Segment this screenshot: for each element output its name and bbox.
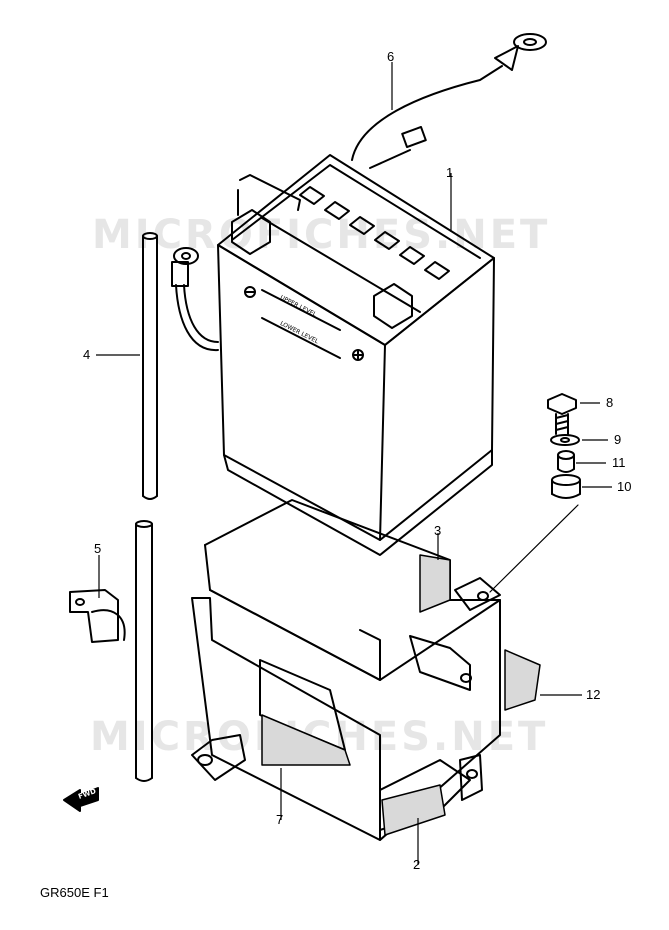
callout-11: 11: [612, 455, 626, 470]
callout-6: 6: [387, 49, 395, 64]
ground-lead: [171, 247, 219, 352]
battery-cable: [351, 33, 547, 169]
foam-pads: [261, 554, 541, 836]
callout-9: 9: [614, 432, 622, 447]
battery-holder: [191, 499, 501, 841]
clamp: [69, 589, 126, 643]
spacer: [557, 450, 575, 473]
battery: [217, 154, 495, 556]
forward-arrow-icon: [63, 787, 99, 812]
callout-5: 5: [94, 541, 102, 556]
callout-10: 10: [617, 479, 632, 494]
cushion: [551, 474, 581, 499]
callout-2: 2: [413, 857, 421, 872]
callout-3: 3: [434, 523, 442, 538]
callout-12: 12: [586, 687, 601, 702]
callout-1: 1: [446, 165, 454, 180]
figure-id: F1: [93, 885, 109, 900]
breather-tube: [135, 232, 158, 782]
callout-leaders: [96, 62, 612, 865]
figure-label: GR650E F1: [40, 885, 109, 900]
model-code: GR650E: [40, 885, 90, 900]
callout-8: 8: [606, 395, 614, 410]
washer: [550, 434, 580, 446]
watermark-top: MICROFICHES.NET: [92, 212, 551, 258]
callout-7: 7: [276, 812, 284, 827]
bolt: [547, 393, 577, 435]
callout-4: 4: [83, 347, 91, 362]
